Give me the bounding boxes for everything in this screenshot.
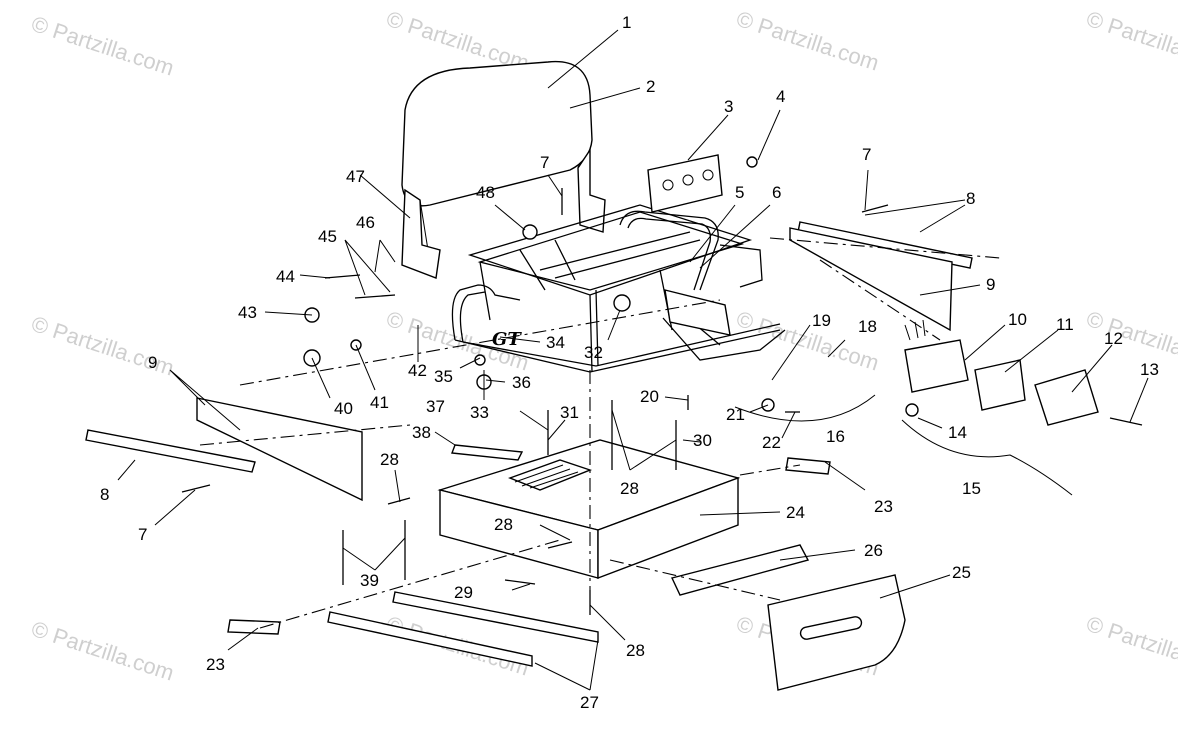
callout-48: 48 <box>476 183 495 202</box>
backrest-upright-left <box>401 188 441 279</box>
callout-39: 39 <box>360 571 379 590</box>
reflector-23-right <box>785 457 831 475</box>
callout-6: 6 <box>772 183 781 202</box>
bolt-7-right <box>861 204 889 213</box>
callout-36: 36 <box>512 373 531 392</box>
callout-labels: 1 2 3 4 5 6 7 7 7 8 8 9 9 10 11 12 13 14… <box>100 13 1159 712</box>
callout-8-right: 8 <box>966 189 975 208</box>
watermark: © Partzilla.com <box>733 6 882 76</box>
callout-42: 42 <box>408 361 427 380</box>
bulb-14 <box>905 403 919 417</box>
callout-43: 43 <box>238 303 257 322</box>
skid-lower <box>327 611 533 667</box>
callout-14: 14 <box>948 423 967 442</box>
callout-28-b: 28 <box>494 515 513 534</box>
side-rail-left <box>85 429 256 473</box>
side-flap-right <box>789 227 953 332</box>
callout-7-right: 7 <box>862 145 871 164</box>
storage-box <box>437 439 741 580</box>
handwritten-note: GT <box>492 329 522 350</box>
callout-13: 13 <box>1140 360 1159 379</box>
callout-27: 27 <box>580 693 599 712</box>
callout-25: 25 <box>952 563 971 582</box>
callout-29: 29 <box>454 583 473 602</box>
callout-12: 12 <box>1104 329 1123 348</box>
hinge-plate <box>671 544 810 596</box>
callout-10: 10 <box>1008 310 1027 329</box>
callout-7-top: 7 <box>540 153 549 172</box>
bolt-13 <box>1109 417 1143 426</box>
callout-16: 16 <box>826 427 845 446</box>
bolt-44 <box>324 274 361 279</box>
drawing: GT <box>85 60 1143 691</box>
backrest-pad <box>401 60 593 207</box>
callout-30: 30 <box>693 431 712 450</box>
callout-18: 18 <box>858 317 877 336</box>
callout-15: 15 <box>962 479 981 498</box>
callout-44: 44 <box>276 267 295 286</box>
callout-7-left: 7 <box>138 525 147 544</box>
callout-26: 26 <box>864 541 883 560</box>
callout-28-a: 28 <box>380 450 399 469</box>
tail-light-housing <box>904 339 969 393</box>
watermark: © Partzilla.com <box>1083 6 1178 76</box>
nut-48 <box>522 224 538 240</box>
callout-11: 11 <box>1056 315 1074 334</box>
callout-34: 34 <box>546 333 565 352</box>
callout-46: 46 <box>356 213 375 232</box>
callout-31: 31 <box>560 403 579 422</box>
reflector-23-left <box>227 619 281 635</box>
watermark-layer: © Partzilla.com © Partzilla.com © Partzi… <box>28 6 1178 686</box>
callout-23-left: 23 <box>206 655 225 674</box>
callout-9-left: 9 <box>148 353 157 372</box>
callout-40: 40 <box>334 399 353 418</box>
callout-24: 24 <box>786 503 805 522</box>
tail-light-lens <box>1034 369 1099 426</box>
screw-28e <box>547 541 573 549</box>
screw-29 <box>504 579 536 585</box>
callout-45: 45 <box>318 227 337 246</box>
callout-4: 4 <box>776 87 785 106</box>
watermark: © Partzilla.com <box>1083 306 1178 376</box>
tail-light-gasket <box>974 359 1026 411</box>
watermark: © Partzilla.com <box>28 11 177 81</box>
tail-light-bracket <box>664 289 731 336</box>
callout-2: 2 <box>646 77 655 96</box>
nut-4 <box>746 156 758 168</box>
callout-35: 35 <box>434 367 453 386</box>
callout-21: 21 <box>726 405 745 424</box>
callout-41: 41 <box>370 393 389 412</box>
watermark: © Partzilla.com <box>28 616 177 686</box>
callout-28-d: 28 <box>626 641 645 660</box>
callout-5: 5 <box>735 183 744 202</box>
callout-19: 19 <box>812 311 831 330</box>
watermark: © Partzilla.com <box>1083 611 1178 681</box>
callout-37: 37 <box>426 397 445 416</box>
callout-3: 3 <box>724 97 733 116</box>
callout-28-c: 28 <box>620 479 639 498</box>
screw-28d <box>387 497 411 505</box>
backrest-upright-right <box>577 147 606 233</box>
callout-38: 38 <box>412 423 431 442</box>
callout-47: 47 <box>346 167 365 186</box>
callout-9-right: 9 <box>986 275 995 294</box>
bolt-7-left <box>181 484 211 493</box>
callout-22: 22 <box>762 433 781 452</box>
nut-32 <box>613 294 631 312</box>
mud-flap-reflector <box>799 616 863 640</box>
cover-38 <box>451 444 524 461</box>
leader-lines <box>117 29 1149 691</box>
side-flap-left <box>196 397 363 502</box>
bolt-45 <box>354 294 396 299</box>
callout-8-left: 8 <box>100 485 109 504</box>
callout-32: 32 <box>584 343 603 362</box>
callout-33: 33 <box>470 403 489 422</box>
callout-1: 1 <box>622 13 631 32</box>
callout-20: 20 <box>640 387 659 406</box>
callout-23-right: 23 <box>874 497 893 516</box>
